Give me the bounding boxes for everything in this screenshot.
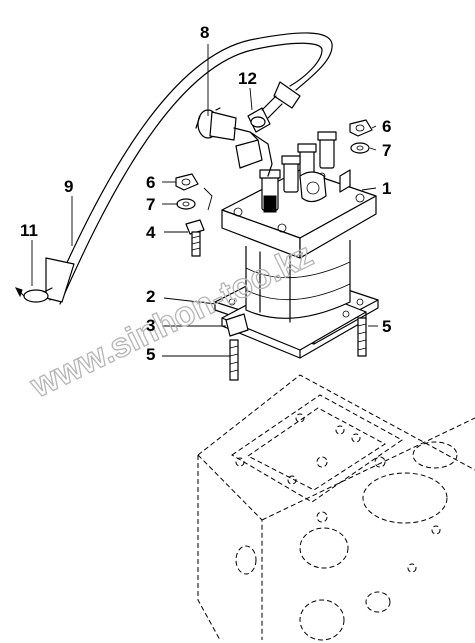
callout-6: 6 — [382, 117, 391, 136]
callout-9: 9 — [64, 177, 73, 196]
washer-left — [176, 198, 196, 210]
banjo-fitting — [247, 95, 283, 133]
callout-labels: 8 12 6 7 1 9 6 7 4 11 2 3 5 5 — [20, 23, 391, 364]
fuel-feed-union — [195, 107, 273, 177]
hose-clamp — [15, 287, 53, 303]
callout-7: 7 — [146, 195, 155, 214]
stud-left — [229, 339, 239, 381]
bolt — [185, 219, 205, 257]
stud-right — [357, 317, 367, 357]
callout-8: 8 — [200, 23, 209, 42]
nut-left — [175, 173, 199, 191]
nut-right — [349, 119, 373, 137]
callout-7: 7 — [382, 141, 391, 160]
callout-2: 2 — [146, 287, 155, 306]
callout-3: 3 — [146, 316, 155, 335]
callout-1: 1 — [382, 179, 391, 198]
fuel-hose — [45, 32, 333, 305]
callout-11: 11 — [20, 221, 38, 240]
washer-right — [350, 142, 370, 154]
callout-5: 5 — [146, 345, 155, 364]
leader-lines — [31, 44, 378, 357]
engine-block-outline — [197, 374, 475, 641]
pump-body — [245, 240, 351, 323]
callout-12: 12 — [238, 69, 257, 88]
bracket — [225, 313, 249, 337]
pump-top-housing — [221, 169, 377, 259]
callout-4: 4 — [146, 223, 156, 242]
callout-5: 5 — [382, 317, 391, 336]
callout-6: 6 — [146, 173, 155, 192]
delivery-valve-holders — [259, 131, 351, 213]
